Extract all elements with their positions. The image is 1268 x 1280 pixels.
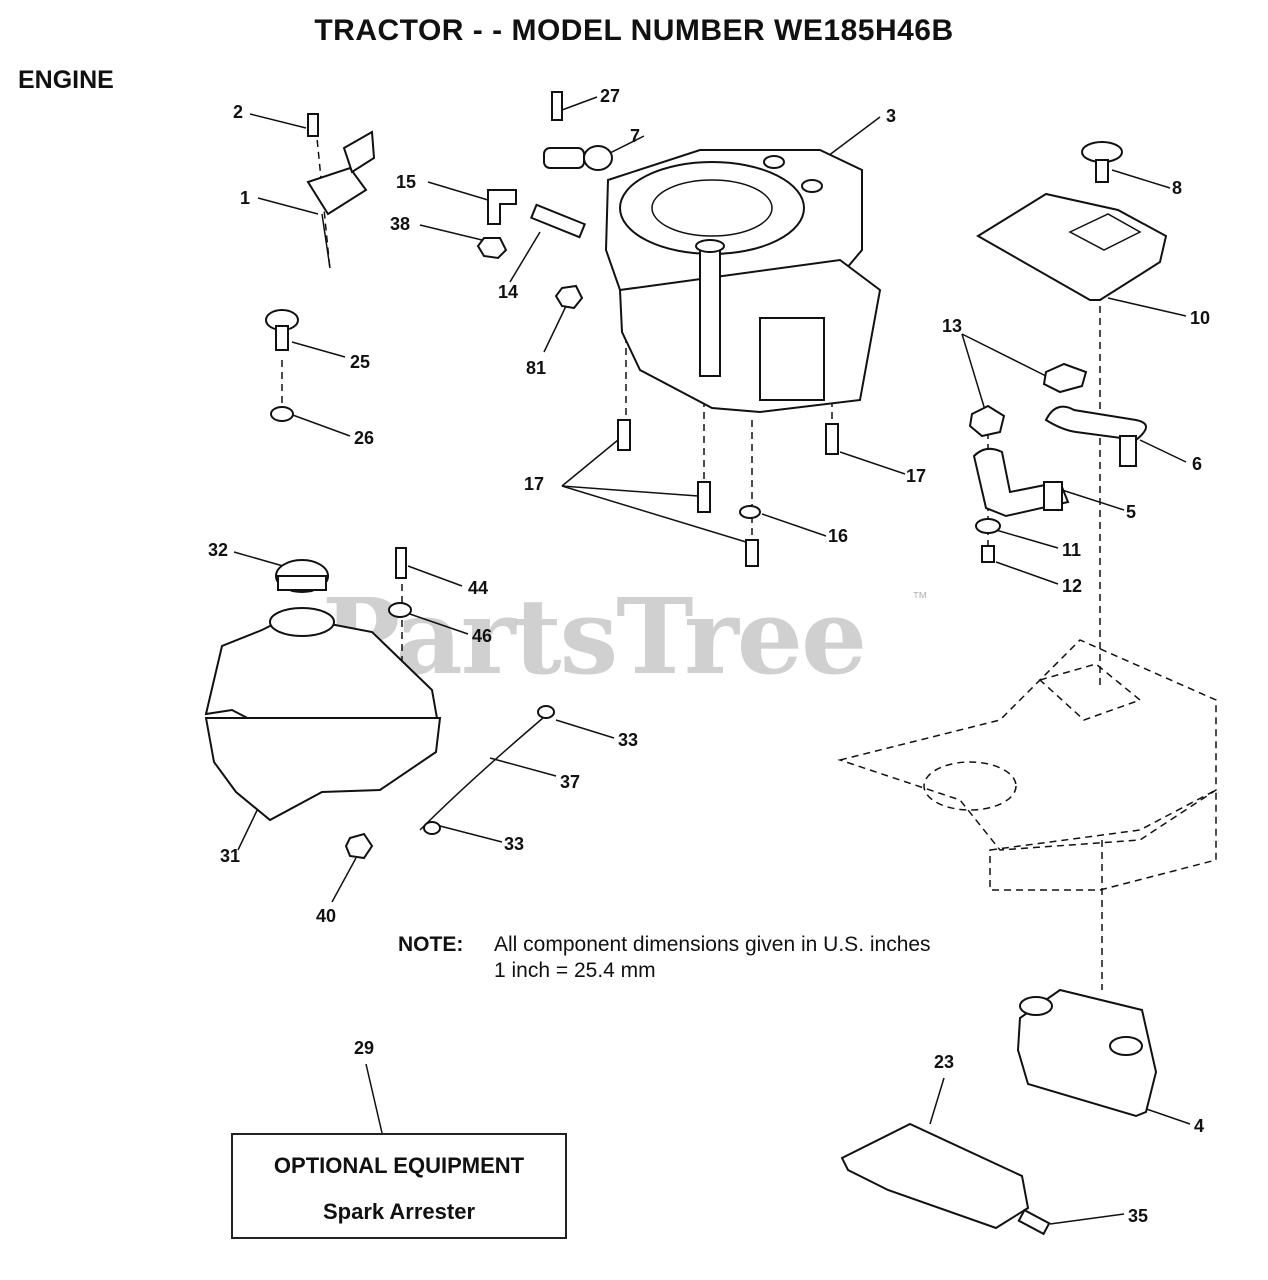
callout-33-bottom: 33 (504, 834, 524, 854)
callout-numbers: 2 1 27 7 3 15 38 14 81 8 10 13 25 26 17 … (208, 86, 1210, 1226)
muffler (1016, 988, 1158, 1118)
clamp-assembly (543, 91, 613, 171)
muffler-guard (840, 1122, 1051, 1236)
callout-25: 25 (350, 352, 370, 372)
callout-38: 38 (390, 214, 410, 234)
engine-assembly (604, 149, 882, 414)
callout-14: 14 (498, 282, 518, 302)
fuel-fittings (476, 189, 587, 310)
fuel-tank (204, 547, 442, 860)
callout-6: 6 (1192, 454, 1202, 474)
callout-27: 27 (600, 86, 620, 106)
trademark-symbol: ™ (912, 590, 928, 607)
callout-32: 32 (208, 540, 228, 560)
callout-2: 2 (233, 102, 243, 122)
exhaust-pipes (968, 362, 1147, 518)
callout-46: 46 (472, 626, 492, 646)
callout-12: 12 (1062, 576, 1082, 596)
throttle-control (306, 113, 376, 269)
callout-8: 8 (1172, 178, 1182, 198)
callout-17-right: 17 (906, 466, 926, 486)
callout-31: 31 (220, 846, 240, 866)
section-heading: ENGINE (18, 66, 114, 94)
callout-35: 35 (1128, 1206, 1148, 1226)
heat-shield (976, 141, 1168, 301)
leader-lines (233, 96, 1191, 1225)
note-label: NOTE: (398, 933, 464, 956)
engine-bolts (617, 419, 839, 567)
note-line-2: 1 inch = 25.4 mm (494, 959, 656, 982)
callout-81: 81 (526, 358, 546, 378)
fuel-line (419, 705, 555, 835)
callout-16: 16 (828, 526, 848, 546)
engine-frame (837, 639, 1217, 891)
callout-11: 11 (1062, 540, 1081, 560)
dimension-note: NOTE: All component dimensions given in U… (398, 932, 931, 984)
callout-10: 10 (1190, 308, 1210, 328)
callout-5: 5 (1126, 502, 1136, 522)
page-title: TRACTOR - - MODEL NUMBER WE185H46B (314, 14, 954, 47)
callout-40: 40 (316, 906, 336, 926)
optional-equipment-item: Spark Arrester (322, 1199, 476, 1224)
callout-15: 15 (396, 172, 416, 192)
callout-26: 26 (354, 428, 374, 448)
exhaust-hardware (975, 518, 1001, 563)
note-line-1: All component dimensions given in U.S. i… (494, 933, 931, 956)
callout-4: 4 (1194, 1116, 1204, 1136)
callout-7: 7 (630, 126, 640, 146)
optional-equipment-heading: OPTIONAL EQUIPMENT (273, 1153, 525, 1178)
choke-parts (265, 309, 299, 422)
callout-29: 29 (354, 1038, 374, 1058)
callout-1: 1 (240, 188, 250, 208)
optional-equipment-box: OPTIONAL EQUIPMENT Spark Arrester (231, 1133, 567, 1239)
callout-23: 23 (934, 1052, 954, 1072)
callout-33-top: 33 (618, 730, 638, 750)
callout-13: 13 (942, 316, 962, 336)
callout-44: 44 (468, 578, 488, 598)
callout-17-left: 17 (524, 474, 544, 494)
callout-3: 3 (886, 106, 896, 126)
callout-37: 37 (560, 772, 580, 792)
